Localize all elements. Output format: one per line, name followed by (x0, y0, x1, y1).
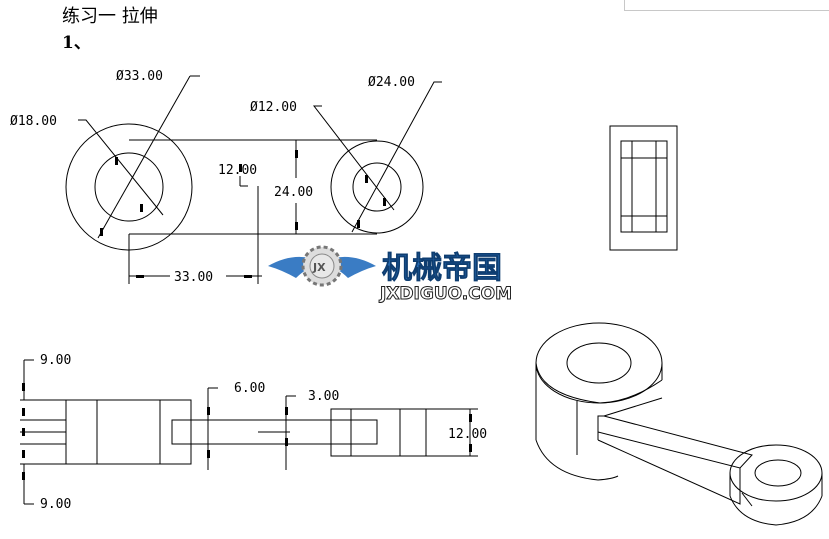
iso-arm-top (597, 415, 753, 469)
leader-d33 (97, 75, 191, 239)
left-boss-inner-circle (94, 152, 164, 222)
label-t9-bottom: 9.00 (40, 497, 71, 512)
front-right-boss (330, 408, 427, 457)
dim-arrows (100, 150, 386, 278)
label-d24: Ø24.00 (368, 75, 415, 90)
label-t3: 3.00 (308, 389, 339, 404)
leader-d18 (78, 119, 164, 216)
iso-right-top-ellipse (729, 444, 823, 502)
watermark-logo: JX 机械帝国 JXDIGUO.COM (268, 245, 513, 305)
logo-cn-text: 机械帝国 (382, 251, 502, 286)
side-view (609, 125, 678, 251)
label-t9-top: 9.00 (40, 353, 71, 368)
label-d12: Ø12.00 (250, 100, 297, 115)
isometric-view (535, 322, 823, 526)
right-boss-inner-circle (352, 162, 402, 212)
label-d33: Ø33.00 (116, 69, 163, 84)
label-l33: 33.00 (174, 270, 213, 285)
side-outer-rect (609, 125, 678, 251)
label-r12: 12.00 (448, 427, 487, 442)
front-arm (171, 419, 378, 445)
exercise-title: 练习一 拉伸 (62, 6, 158, 27)
label-h24: 24.00 (274, 185, 313, 200)
front-view (20, 359, 478, 505)
iso-left-hole (566, 342, 632, 384)
top-view (65, 75, 442, 284)
right-boss-outer-circle (330, 140, 424, 234)
front-dim-arrows (22, 383, 472, 480)
logo-badge-text: JX (312, 261, 326, 274)
label-t6: 6.00 (234, 381, 265, 396)
side-inner-rect (620, 140, 668, 233)
iso-right-hole (754, 459, 802, 487)
logo-en-text: JXDIGUO.COM (379, 284, 512, 304)
label-d18: Ø18.00 (10, 114, 57, 129)
exercise-number: 1、 (62, 33, 91, 53)
left-boss-outer-circle (65, 123, 193, 251)
window-edge-box (624, 0, 829, 11)
leader-d24 (351, 81, 442, 233)
label-h12: 12.00 (218, 163, 257, 178)
dimension-labels: Ø33.00 Ø18.00 Ø12.00 Ø24.00 12.00 24.00 … (10, 69, 487, 512)
